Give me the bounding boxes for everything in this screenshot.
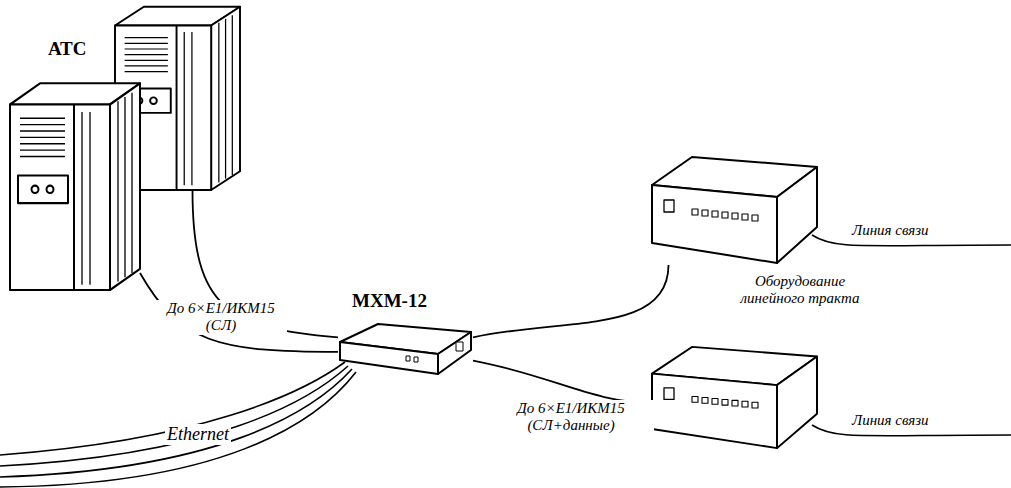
interface-label: Ethernet <box>165 424 231 445</box>
communication-lines <box>812 235 1011 436</box>
indicator <box>702 210 708 216</box>
ethernet-cable <box>0 372 356 487</box>
indicator <box>752 402 758 408</box>
equip-outline <box>652 155 817 265</box>
side-slot <box>124 97 125 277</box>
equipment-front <box>652 374 777 448</box>
cable-connector <box>473 361 652 403</box>
strokes <box>340 324 471 374</box>
line-label: Линия связи <box>850 412 931 429</box>
door-slot <box>89 112 90 285</box>
ethernet-cables <box>0 362 356 487</box>
ethernet-cable <box>0 366 348 466</box>
indicator <box>702 398 708 404</box>
line-equipment: Оборудование линейного тракта <box>652 155 817 265</box>
knob <box>32 186 39 193</box>
equipment-side <box>777 356 817 448</box>
vent-slot <box>125 71 168 72</box>
side-slot <box>225 19 226 179</box>
strokes <box>652 157 817 263</box>
device-caption: Оборудование линейного тракта <box>734 273 866 308</box>
vent-slot <box>125 54 168 55</box>
strokes <box>652 347 817 448</box>
cabinet-outline <box>10 78 140 290</box>
device-title: АТС <box>48 38 86 60</box>
indicator <box>742 214 748 220</box>
indicator <box>732 213 738 219</box>
device-title: МХМ-12 <box>352 290 427 312</box>
equipment-side <box>777 167 817 263</box>
indicator <box>664 388 674 399</box>
exchange-cabinet: АТС <box>10 78 140 290</box>
vent-slot <box>125 48 168 49</box>
side-slot <box>218 23 219 183</box>
indicator <box>712 211 718 217</box>
door-slot <box>81 112 82 285</box>
vent-slot <box>20 156 65 157</box>
equipment-front <box>652 185 777 263</box>
equip-outline <box>652 345 817 450</box>
vent-slot <box>20 130 65 131</box>
knob <box>150 97 157 104</box>
vent-slot <box>20 137 65 138</box>
indicator <box>752 215 758 221</box>
indicator <box>692 209 698 215</box>
vent-slot <box>20 118 65 119</box>
control-panel <box>18 176 68 204</box>
mux-outline <box>338 320 473 378</box>
door-edge <box>176 26 178 191</box>
vent-slot <box>125 37 168 38</box>
port <box>406 356 410 361</box>
ethernet-cable <box>0 362 345 455</box>
ethernet-cable <box>0 369 352 477</box>
side-slot <box>131 93 132 273</box>
cabinet-side <box>211 7 240 190</box>
door-edge <box>73 105 75 291</box>
indicator <box>712 398 718 404</box>
strokes <box>10 83 140 290</box>
port <box>414 357 418 362</box>
multiplexer-box: МХМ-12 <box>338 320 473 378</box>
indicator <box>692 397 698 403</box>
cabinet-front <box>10 105 110 291</box>
indicator <box>664 200 674 212</box>
mux-left <box>340 342 438 374</box>
vent-slot <box>20 143 65 144</box>
vent-slot <box>20 124 65 125</box>
knob <box>47 186 54 193</box>
link-label: До 6×Е1/ИКМ15 (СЛ+данные) <box>488 400 654 435</box>
indicator <box>732 400 738 406</box>
door-slot <box>191 32 192 185</box>
vent-slot <box>20 149 65 150</box>
port <box>456 342 463 351</box>
side-slot <box>232 15 233 175</box>
indicator <box>722 399 728 405</box>
vent-slot <box>125 60 168 61</box>
line-equipment <box>652 345 817 450</box>
cable-connector <box>473 265 669 337</box>
side-slot <box>117 101 118 281</box>
indicator <box>722 212 728 218</box>
cabinet-side <box>110 83 140 290</box>
line-label: Линия связи <box>850 222 931 239</box>
link-label: До 6×Е1/ИКМ15 (СЛ) <box>155 300 287 335</box>
vent-slot <box>125 43 168 44</box>
indicator <box>742 401 748 407</box>
vent-slot <box>125 65 168 66</box>
door-slot <box>184 32 185 185</box>
cable-connector <box>140 273 338 352</box>
mux-front <box>438 332 471 374</box>
